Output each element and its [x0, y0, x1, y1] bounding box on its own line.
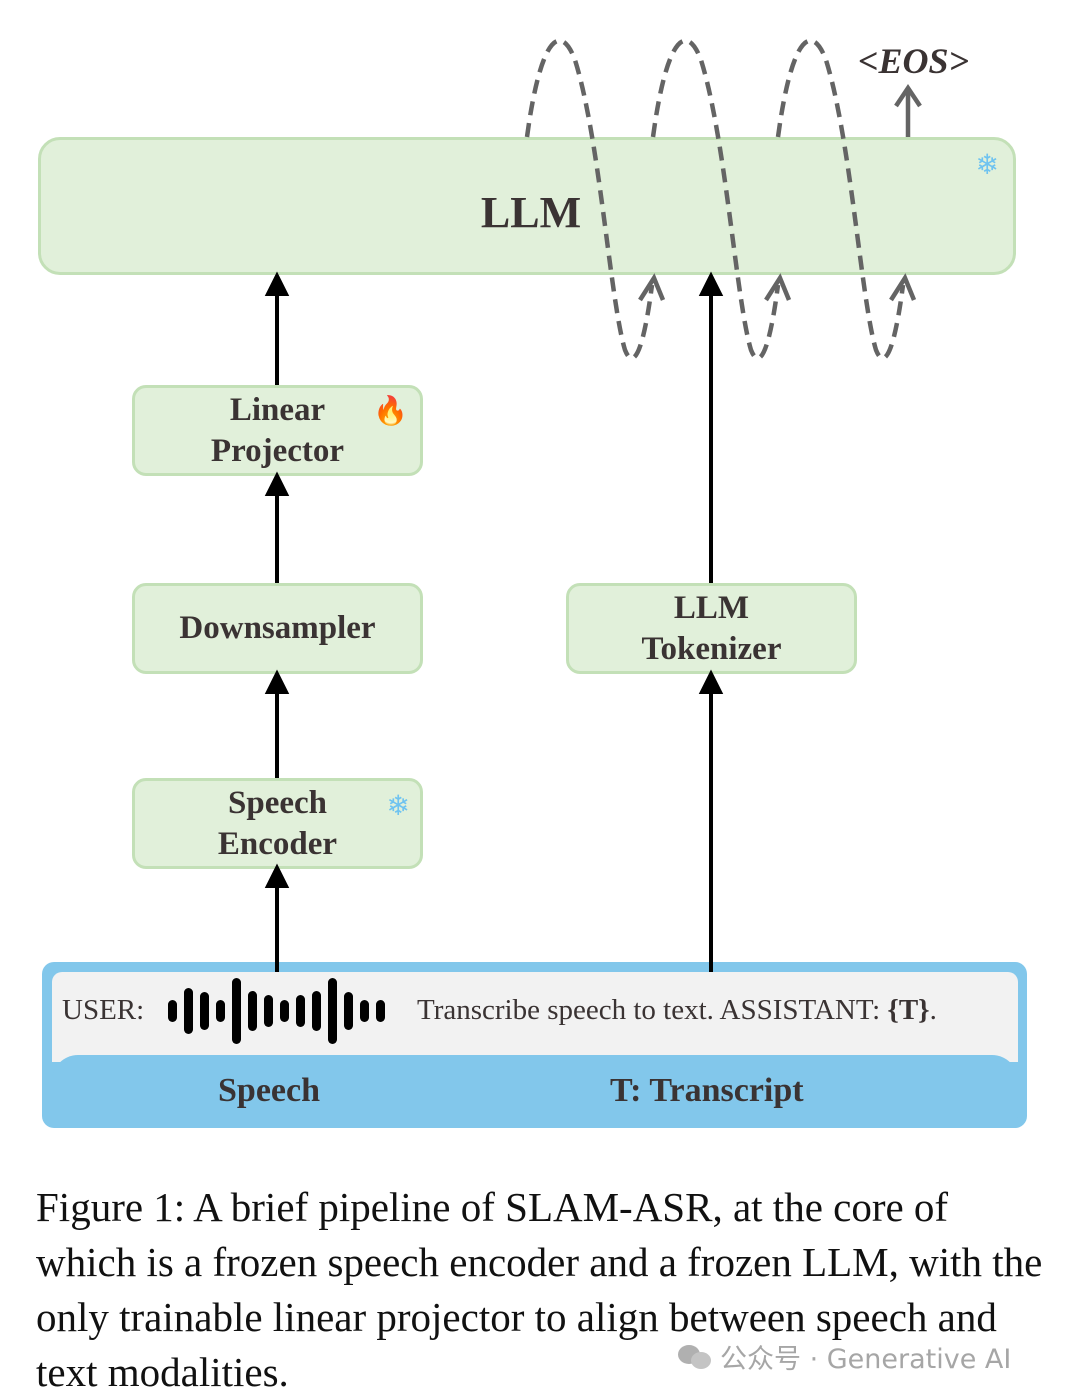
waveform-bar: [168, 1000, 177, 1022]
wechat-icon: [678, 1343, 712, 1371]
linear-projector-label-line1: Linear: [229, 392, 326, 429]
eos-arrowhead: [894, 83, 922, 108]
prompt-segment-strip: [52, 1055, 1018, 1120]
prompt-suffix: .: [929, 994, 937, 1026]
loop-arrowhead-3: [889, 273, 917, 302]
speech-encoder-label-line1: Speech: [228, 785, 327, 822]
waveform-bar: [200, 992, 209, 1030]
speech-segment-label: Speech: [218, 1072, 320, 1109]
waveform-bar: [264, 995, 273, 1027]
arrowhead: [264, 863, 290, 888]
prompt-instruction: Transcribe speech to text. ASSISTANT: {T…: [417, 994, 937, 1027]
waveform-bar: [328, 978, 337, 1044]
linear-projector-block: Linear Projector 🔥: [132, 385, 423, 476]
arrowhead: [698, 271, 724, 296]
snowflake-icon: ❄: [975, 150, 999, 181]
prompt-instruction-text: Transcribe speech to text. ASSISTANT:: [417, 994, 888, 1026]
loop-arrowhead-1: [638, 273, 666, 302]
waveform-bar: [248, 991, 257, 1031]
prompt-text-strip: [52, 972, 1018, 1062]
figure-caption: Figure 1: A brief pipeline of SLAM-ASR, …: [36, 1184, 1043, 1395]
prompt-user-prefix: USER:: [62, 994, 145, 1026]
snowflake-icon: ❄: [386, 791, 410, 822]
downsampler-label: Downsampler: [179, 610, 376, 647]
linear-projector-label-line2: Projector: [210, 432, 345, 469]
arrowhead: [698, 669, 724, 694]
loop-arrowhead-2: [764, 273, 792, 302]
transcript-placeholder: {T}: [887, 994, 930, 1026]
watermark-text: 公众号 · Generative AI: [720, 1344, 1012, 1375]
llm-tokenizer-label-line1: LLM: [673, 590, 750, 627]
waveform-bar: [360, 1000, 369, 1022]
waveform-bar: [232, 978, 241, 1044]
arrowhead: [264, 271, 290, 296]
waveform-bar: [280, 1000, 289, 1022]
waveform-bar: [216, 1000, 225, 1022]
speech-encoder-label-line2: Encoder: [217, 825, 338, 862]
eos-token-label: <EOS>: [858, 41, 970, 81]
fire-icon: 🔥: [373, 396, 408, 427]
transcript-segment-label: T: Transcript: [610, 1072, 804, 1109]
llm-block: LLM ❄: [38, 137, 1016, 275]
waveform-bar: [296, 995, 305, 1027]
llm-tokenizer-block: LLM Tokenizer: [566, 583, 857, 674]
waveform-bar: [184, 988, 193, 1034]
llm-label: LLM: [480, 188, 582, 237]
speech-encoder-block: Speech Encoder ❄: [132, 778, 423, 869]
llm-tokenizer-label-line2: Tokenizer: [641, 630, 782, 667]
watermark: 公众号 · Generative AI: [678, 1337, 1011, 1376]
downsampler-block: Downsampler: [132, 583, 423, 674]
waveform-bar: [376, 1000, 385, 1022]
waveform-bar: [312, 991, 321, 1031]
arrowhead: [264, 471, 290, 496]
waveform-bar: [344, 992, 353, 1030]
arrowhead: [264, 669, 290, 694]
speech-waveform-icon: [168, 975, 388, 1047]
